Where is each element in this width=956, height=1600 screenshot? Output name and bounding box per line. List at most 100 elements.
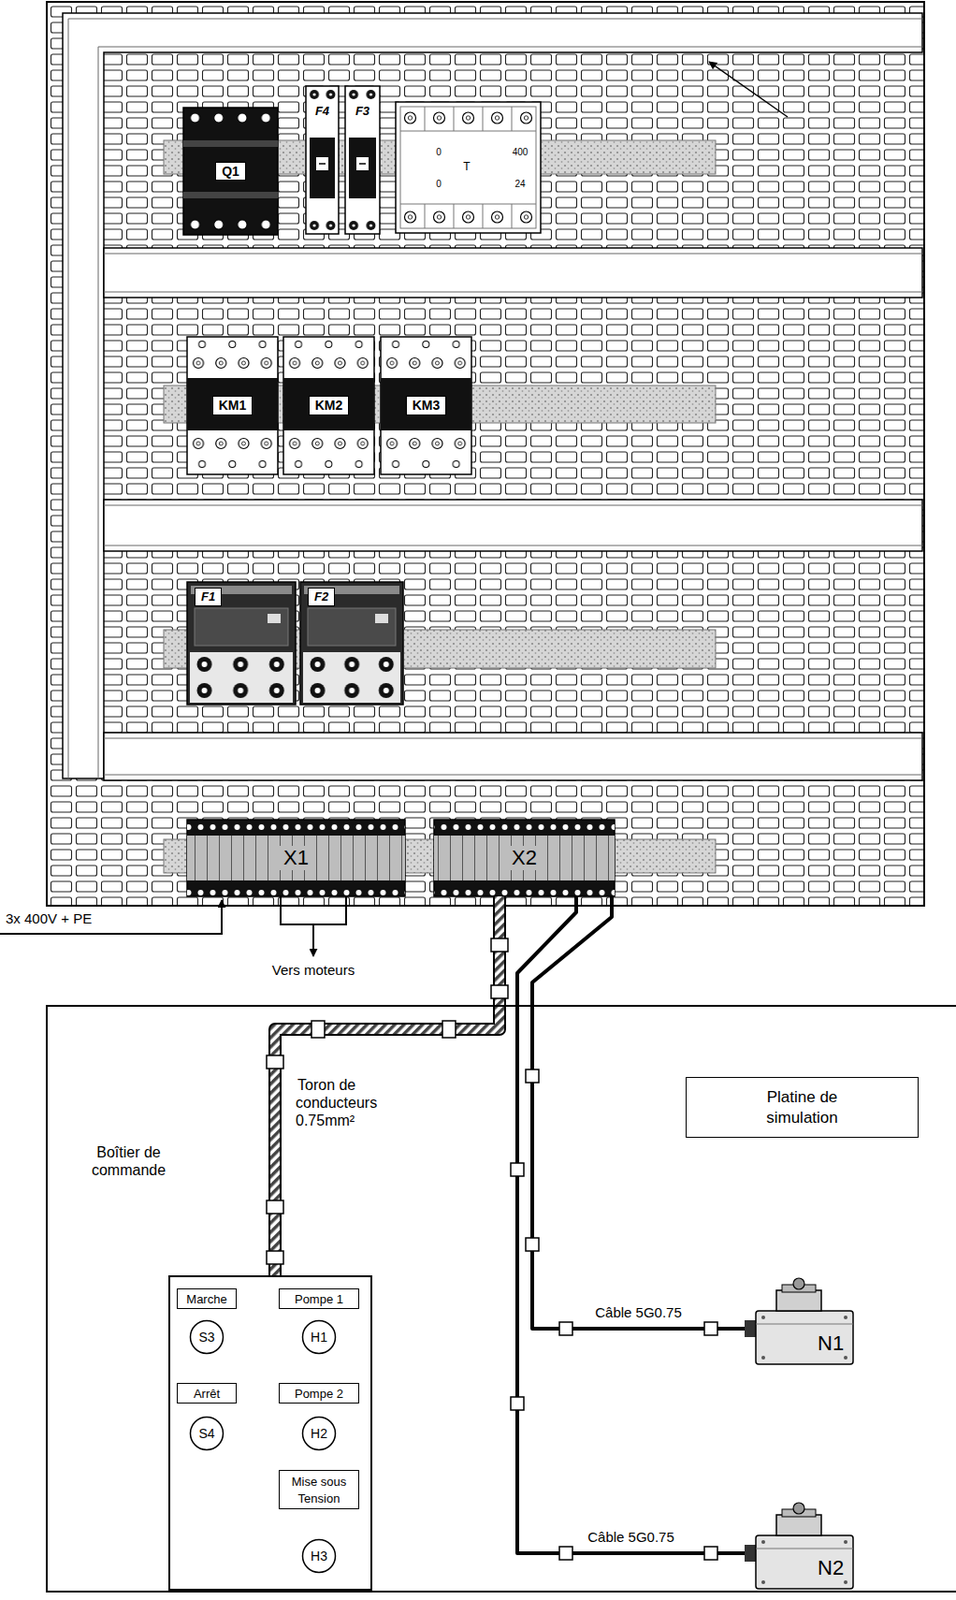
text-slot: F3	[354, 101, 371, 119]
cable-duct	[103, 247, 923, 298]
contactor-body	[283, 338, 375, 350]
limit-switch-drawing	[761, 1579, 766, 1584]
conductor-strand	[275, 896, 500, 1275]
button-outline	[303, 1417, 336, 1450]
circuit-breaker-body	[183, 107, 278, 235]
cable-duct	[68, 18, 923, 779]
power-arrow	[280, 896, 347, 925]
terminal-strip-body	[187, 835, 406, 881]
contactor-body	[380, 338, 472, 350]
power-arrow	[0, 899, 222, 934]
fuse-holder-body	[305, 86, 380, 234]
circuit-breaker-body	[183, 218, 278, 231]
label-text: 400	[511, 146, 530, 158]
terminal-strip-body	[187, 887, 406, 897]
cable-clamp	[510, 1162, 524, 1176]
fuse-holder-body	[356, 157, 369, 171]
text-slot: Pompe 2	[294, 1384, 344, 1402]
cable	[275, 896, 500, 1275]
label-text: F4	[314, 103, 331, 119]
fuse-holder-body	[305, 219, 339, 232]
fuse-holder-body	[345, 86, 380, 234]
label-text: Mise sous Tension	[291, 1474, 348, 1506]
button-outline	[188, 1415, 225, 1451]
button-outline	[301, 1415, 337, 1451]
text-slot: F2	[307, 587, 335, 607]
text-slot: 400	[511, 142, 530, 160]
text-slot: Arrêt	[193, 1384, 220, 1402]
fuse-holder-body	[348, 137, 377, 199]
cable-duct	[103, 732, 923, 781]
power-arrow	[0, 61, 788, 956]
contactor-body	[187, 458, 278, 470]
cable-clamp	[704, 1546, 718, 1560]
overload-relay-body	[300, 680, 404, 700]
contactor-body	[283, 458, 375, 470]
text-slot: Marche	[186, 1289, 227, 1307]
contactor-body	[380, 336, 472, 475]
cable-clamp	[442, 1020, 456, 1038]
label-text: Pompe 1	[294, 1291, 344, 1306]
button-outline	[190, 1417, 224, 1450]
terminal-strip-body	[187, 819, 406, 897]
text-slot: Platine de simulation	[685, 1076, 919, 1138]
cable-duct	[103, 253, 923, 292]
limit-switch-drawing	[744, 1319, 757, 1337]
overload-relay-body	[307, 608, 396, 646]
contactor-body	[187, 434, 278, 453]
text-slot: S4	[198, 1424, 215, 1442]
circuit-breaker-body	[183, 140, 278, 147]
contactor-body	[283, 377, 375, 431]
cable-clamp	[266, 1200, 284, 1214]
limit-switch-drawing	[755, 1310, 854, 1364]
overload-relay-body	[190, 585, 292, 594]
pilot-button: H2	[301, 1415, 337, 1451]
limit-switch-drawing	[776, 1289, 822, 1311]
overload-relay-body	[187, 581, 296, 705]
cable	[532, 896, 745, 1329]
limit-switch-drawing	[755, 1535, 854, 1589]
legend-plate: Arrêt	[176, 1382, 237, 1404]
button-outline	[303, 1320, 336, 1354]
pilot-button: S3	[188, 1318, 225, 1355]
wiring-note: 3x 400V + PE	[3, 910, 94, 927]
terminal-block: X2	[434, 819, 615, 897]
contactor-body	[283, 353, 375, 373]
cable-clamp	[525, 1237, 539, 1251]
text-slot: Pompe 1	[294, 1289, 344, 1307]
label-text: Marche	[186, 1291, 227, 1306]
text-slot: X2	[506, 845, 542, 870]
terminal-strip-body	[434, 819, 615, 897]
circuit-breaker-body	[183, 112, 278, 124]
limit-switch: N2	[744, 1501, 857, 1591]
power-arrow	[709, 61, 788, 117]
mounting-plate	[46, 1, 925, 906]
text-slot: KM3	[405, 395, 448, 416]
text-slot: KM1	[212, 395, 254, 416]
overload-relay: F1	[187, 581, 296, 705]
text-slot: Mise sous Tension	[283, 1472, 355, 1507]
fuse-holder: F4	[305, 86, 339, 234]
limit-switch-drawing	[755, 1548, 854, 1550]
button-outline	[188, 1318, 225, 1355]
button-outline	[301, 1537, 337, 1574]
terminal-block: X1	[187, 819, 406, 897]
mounting-plate	[46, 1, 925, 906]
cable-label: Toron de conducteurs 0.75mm²	[295, 1076, 377, 1129]
limit-switch: N1	[744, 1276, 857, 1366]
fuse-holder-body	[305, 88, 339, 101]
text-slot: Boîtier de commande	[79, 1143, 178, 1179]
contactor-body	[380, 434, 472, 453]
label-text: Arrêt	[193, 1386, 220, 1401]
circuit-breaker: Q1	[183, 107, 278, 235]
terminal-strip-body	[434, 835, 615, 881]
fuse-holder-body	[305, 86, 339, 234]
limit-switch-drawing	[843, 1539, 848, 1544]
limit-switch-drawing	[761, 1355, 766, 1360]
terminal-strip-body	[187, 822, 406, 832]
text-slot: 0	[434, 142, 443, 160]
cable-label-box: Câble 5G0.75	[585, 1528, 677, 1546]
cable-clamp	[525, 1069, 539, 1083]
